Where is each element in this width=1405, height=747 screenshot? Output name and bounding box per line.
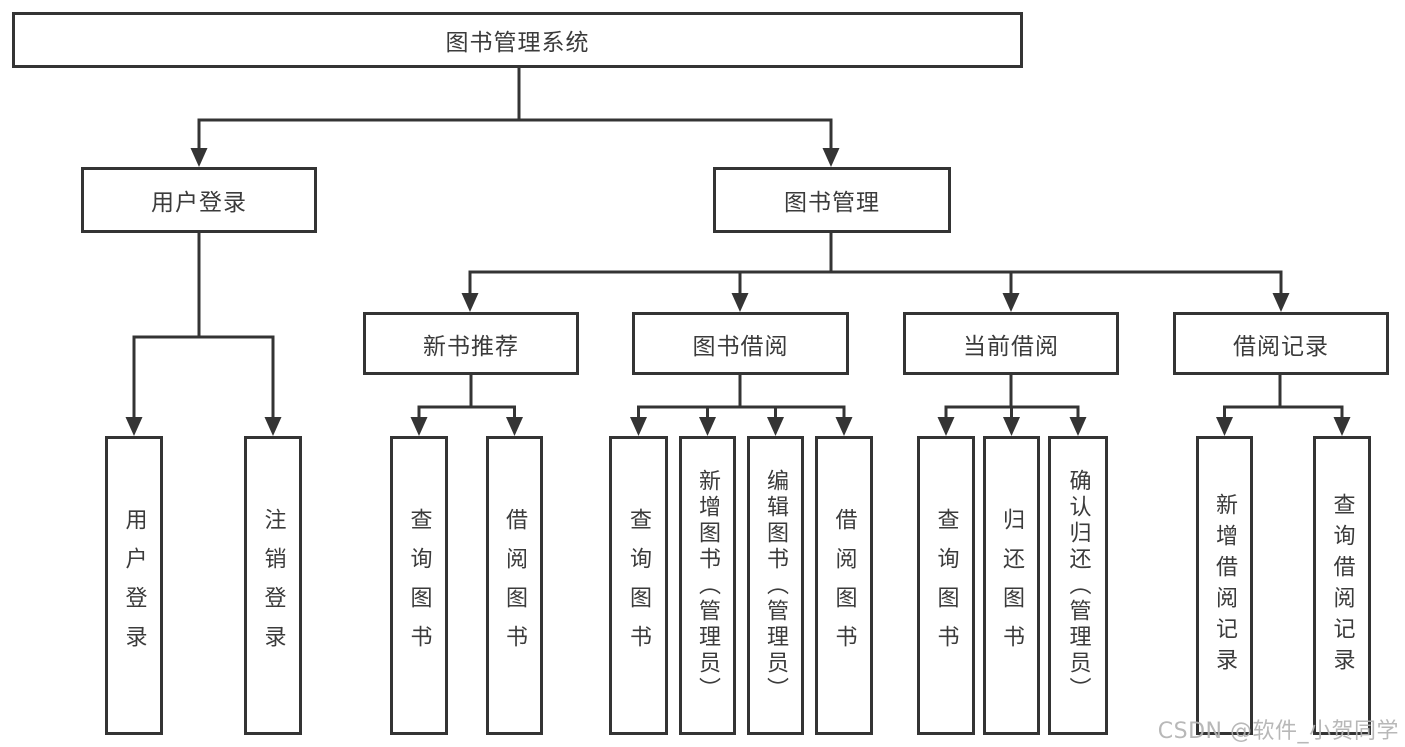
leaf-borrow-query: 查询图书: [609, 436, 668, 735]
leaf-add-book-admin: 新增图书（管理员）: [679, 436, 736, 735]
leaf-borrow-book-label: 借阅图书: [831, 507, 857, 664]
connector-book-borrow-to-leaves: [630, 375, 853, 436]
leaf-query-borrow-record: 查询借阅记录: [1313, 436, 1371, 735]
leaf-user-login: 用户登录: [105, 436, 163, 735]
leaf-logout: 注销登录: [244, 436, 302, 735]
leaf-borrow-query-label: 查询图书: [626, 507, 652, 664]
leaf-edit-book-admin: 编辑图书（管理员）: [747, 436, 804, 735]
node-book-borrow: 图书借阅: [632, 312, 849, 375]
leaf-newbook-query: 查询图书: [390, 436, 448, 735]
node-user-login: 用户登录: [81, 167, 317, 233]
node-book-management: 图书管理: [713, 167, 951, 233]
leaf-logout-label: 注销登录: [260, 507, 286, 664]
leaf-user-login-label: 用户登录: [121, 507, 147, 664]
leaf-return-book: 归还图书: [983, 436, 1040, 735]
leaf-newbook-query-label: 查询图书: [406, 507, 432, 664]
connector-book-management-to-modules: [461, 233, 1290, 312]
leaf-return-book-label: 归还图书: [999, 507, 1025, 664]
leaf-add-borrow-record: 新增借阅记录: [1196, 436, 1253, 735]
connector-user-login-to-leaves: [125, 233, 282, 436]
node-root: 图书管理系统: [12, 12, 1023, 68]
node-new-book-recommend: 新书推荐: [363, 312, 579, 375]
leaf-edit-book-admin-label: 编辑图书（管理员）: [763, 468, 789, 703]
leaf-query-borrow-record-label: 查询借阅记录: [1329, 492, 1355, 679]
leaf-current-query: 查询图书: [917, 436, 975, 735]
leaf-newbook-borrow-label: 借阅图书: [502, 507, 528, 664]
connector-current-borrow-to-leaves: [937, 375, 1087, 436]
node-borrow-record: 借阅记录: [1173, 312, 1389, 375]
leaf-confirm-return-admin: 确认归还（管理员）: [1048, 436, 1108, 735]
leaf-current-query-label: 查询图书: [933, 507, 959, 664]
leaf-confirm-return-admin-label: 确认归还（管理员）: [1065, 468, 1091, 703]
leaf-borrow-book: 借阅图书: [815, 436, 873, 735]
leaf-add-book-admin-label: 新增图书（管理员）: [695, 468, 721, 703]
leaf-newbook-borrow: 借阅图书: [486, 436, 543, 735]
connector-new-book-to-leaves: [410, 375, 523, 436]
node-current-borrow: 当前借阅: [903, 312, 1119, 375]
watermark: CSDN @软件_小贺同学: [1157, 719, 1399, 744]
connector-borrow-record-to-leaves: [1216, 375, 1351, 436]
leaf-add-borrow-record-label: 新增借阅记录: [1212, 492, 1238, 679]
connector-root-to-level2: [190, 68, 840, 167]
